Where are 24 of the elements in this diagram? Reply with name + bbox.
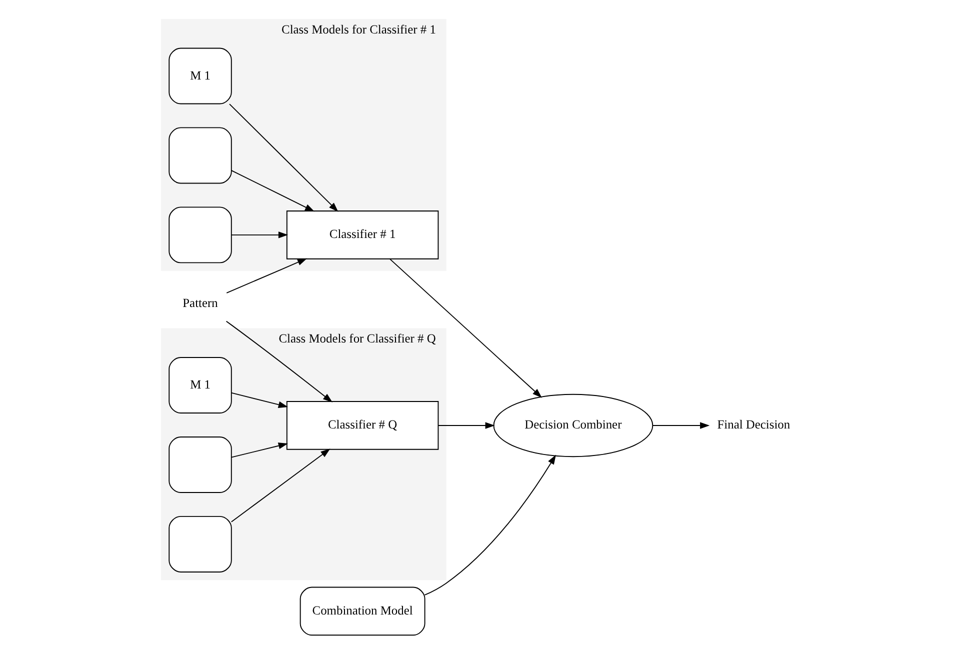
node-box: Classifier # Q xyxy=(286,401,439,450)
arrow xyxy=(438,422,495,429)
arrow xyxy=(389,258,542,398)
node-box: Classifier # 1 xyxy=(286,210,439,260)
arrow xyxy=(230,170,315,212)
node-text: Final Decision xyxy=(717,418,790,432)
node-box xyxy=(168,436,232,493)
arrow xyxy=(226,320,333,402)
arrow xyxy=(226,258,308,294)
arrow xyxy=(424,454,556,596)
arrow xyxy=(229,104,338,212)
node-ellipse: Decision Combiner xyxy=(493,394,654,458)
node-box: M 1 xyxy=(168,48,232,104)
arrow xyxy=(230,232,288,238)
arrow xyxy=(652,422,710,429)
arrow xyxy=(230,448,330,522)
node-box xyxy=(168,516,232,572)
arrow xyxy=(230,392,288,408)
node-box xyxy=(168,127,232,184)
node-box: M 1 xyxy=(168,357,232,414)
arrow xyxy=(230,442,288,458)
node-text: Pattern xyxy=(182,296,218,310)
node-box: Combination Model xyxy=(300,586,426,636)
node-box xyxy=(168,206,232,264)
